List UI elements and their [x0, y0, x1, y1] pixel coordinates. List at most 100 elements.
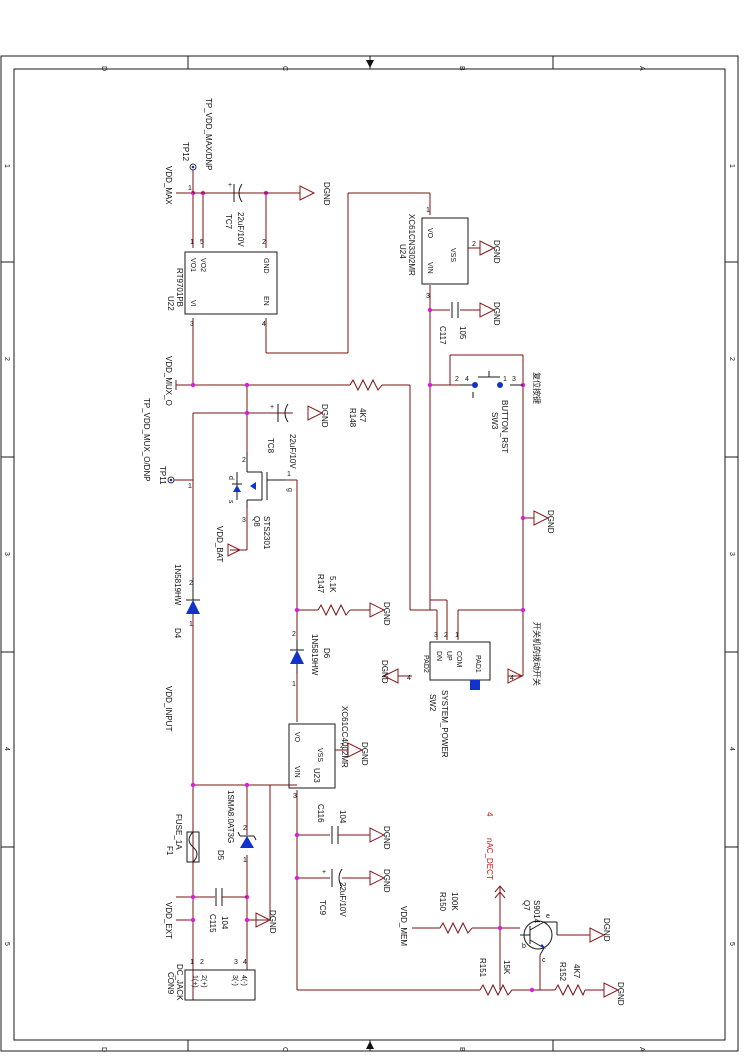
ground-label: DGND — [382, 826, 391, 850]
svg-text:3: 3 — [512, 376, 516, 383]
zone-label-right: 3 — [728, 552, 735, 556]
pin-label: VO — [293, 732, 300, 743]
ground-icon — [589, 927, 606, 943]
net-label-vdd-mem: VDD_MEM — [399, 906, 408, 946]
component-note: 开关机的拨动开关 — [532, 622, 542, 686]
transistor-q7: b e c Q7 S9014 — [520, 900, 558, 964]
svg-text:1: 1 — [190, 959, 194, 966]
ground-icon — [382, 668, 399, 684]
pin-label: VO2 — [199, 258, 206, 272]
component-ref: CON9 — [166, 972, 175, 995]
svg-text:c: c — [542, 957, 546, 964]
ground-icon — [479, 240, 496, 256]
pin-label: VIN — [426, 262, 433, 274]
resistor-r148: R148 4K7 — [348, 378, 383, 428]
pin-label: UP — [445, 651, 452, 661]
svg-text:4: 4 — [407, 675, 411, 682]
nac-dect-port — [494, 885, 506, 900]
zone-label-bottom: C — [281, 1047, 288, 1052]
component-ref: SW2 — [428, 694, 437, 712]
pin-label: VIN — [293, 766, 300, 778]
svg-text:+: + — [228, 182, 232, 189]
pin-label: PAD1 — [474, 655, 481, 673]
svg-text:2: 2 — [189, 580, 193, 587]
component-ref: D6 — [322, 648, 331, 659]
pin-label: VSS — [449, 248, 456, 262]
component-value: 4K7 — [572, 964, 581, 979]
svg-text:2: 2 — [243, 825, 247, 832]
ground-label: DGND — [616, 982, 625, 1006]
diode-d4: 2 1 1N5819HW D4 — [173, 564, 200, 639]
component-value: 22uF/10V — [288, 434, 297, 469]
capacitor-tc8: + TC8 22uF/10V — [266, 403, 297, 469]
net-label-nac-dect: nAC_DECT — [485, 838, 494, 880]
component-value: FUSE_1A — [174, 814, 183, 850]
ic-u22: VO1 VO2 VI GND EN 1 5 2 3 4 U22 RT9701PB — [166, 239, 278, 328]
ground-label: DGND — [320, 404, 329, 428]
component-ref: Q8 — [252, 516, 261, 527]
component-value: 1N5819HW — [173, 564, 182, 606]
svg-text:d: d — [227, 476, 234, 480]
svg-text:+: + — [322, 869, 326, 876]
svg-text:b: b — [522, 943, 526, 950]
svg-text:4: 4 — [465, 376, 469, 383]
pin-label: DN — [435, 651, 442, 661]
capacitor-c117: C117 105 — [438, 302, 467, 345]
ground-icon — [299, 185, 316, 201]
wires — [176, 192, 604, 1000]
testpoint-tp12: TP12 — [181, 142, 197, 193]
ground-symbols — [175, 185, 620, 998]
misc-pin-numbers: 1 1 — [188, 185, 192, 490]
svg-text:4: 4 — [243, 959, 247, 966]
svg-text:2: 2 — [472, 241, 476, 248]
svg-text:1: 1 — [292, 681, 296, 688]
svg-text:4: 4 — [510, 675, 514, 682]
component-value: 104 — [338, 810, 347, 824]
svg-text:1: 1 — [243, 857, 247, 864]
pin-label: EN — [262, 296, 269, 306]
svg-text:1: 1 — [189, 621, 193, 628]
zone-label-top: B — [458, 66, 465, 71]
component-ref: TC7 — [224, 214, 233, 230]
component-value: 104 — [220, 916, 229, 930]
svg-text:1: 1 — [455, 632, 459, 639]
ground-label: DGND — [322, 182, 331, 206]
mosfet-q8: 2 3 1 d s g Q8 STS2301 — [227, 452, 293, 550]
component-ref: F1 — [165, 846, 174, 856]
component-ref: D5 — [216, 850, 225, 861]
svg-text:2: 2 — [262, 239, 266, 246]
svg-text:2: 2 — [444, 632, 448, 639]
testpoint-ref: TP11 — [158, 466, 167, 485]
svg-text:1: 1 — [503, 376, 507, 383]
zone-labels: D C B A D C B A 1 2 3 4 5 1 2 3 4 5 — [3, 66, 735, 1052]
component-value: XC61CC4002MR — [340, 706, 349, 768]
svg-text:2: 2 — [340, 743, 344, 750]
ground-icon — [533, 510, 550, 526]
ground-label: DGND — [602, 918, 611, 942]
center-marker-bottom — [366, 1041, 374, 1049]
junctions — [190, 190, 535, 993]
ground-icon — [255, 912, 272, 928]
component-value: 15K — [502, 960, 511, 975]
zone-label-top: A — [638, 66, 645, 71]
component-ref: Q7 — [522, 900, 531, 911]
pin-label: 3(-) — [231, 975, 238, 986]
component-value: 4K7 — [358, 408, 367, 423]
zone-label-bottom: A — [638, 1047, 645, 1052]
ground-label: DGND — [382, 602, 391, 626]
connector-con9: 1(+) 2(+) 3(-) 4(-) 1 2 3 4 CON9 DC_JACK — [166, 959, 256, 1001]
component-ref: R150 — [438, 892, 447, 912]
zone-label-left: 4 — [3, 747, 10, 751]
fuse-f1: F1 FUSE_1A — [165, 814, 200, 863]
component-value: 100K — [450, 892, 459, 911]
component-ref: SW3 — [490, 412, 499, 430]
component-ref: R152 — [558, 962, 567, 982]
power-port-icon — [227, 543, 242, 557]
ground-label: DGND — [492, 302, 501, 326]
svg-text:3: 3 — [426, 293, 430, 300]
component-value: 22uF/10V — [338, 882, 347, 917]
svg-text:s: s — [227, 500, 234, 504]
ic-u24: VO VSS VIN 1 2 3 U24 XC61CN3302MR — [398, 207, 476, 300]
ground-icon — [603, 982, 620, 998]
